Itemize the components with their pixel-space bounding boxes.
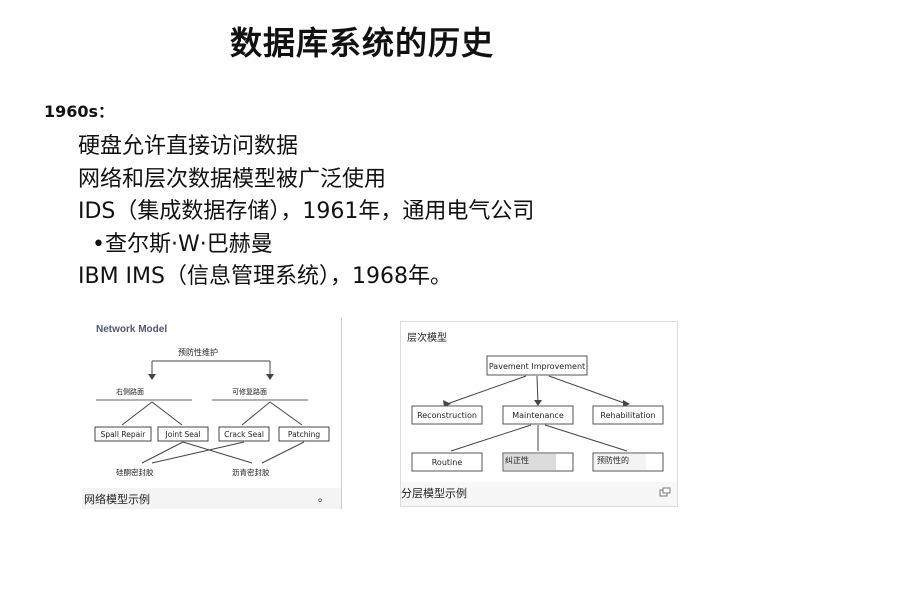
network-header: Network Model: [96, 324, 167, 335]
hier-level3-label: 纠正性: [505, 455, 529, 465]
leaf-box: [157, 426, 209, 442]
leaf-label: Patching: [288, 430, 320, 439]
hier-level2-label: Reconstruction: [417, 411, 477, 420]
network-model-figure: Network Model 预防性维护 右侧路面 可修复路面 Spall Rep…: [82, 318, 342, 509]
network-model-diagram: Network Model 预防性维护 右侧路面 可修复路面 Spall Rep…: [94, 324, 330, 477]
bullet-item: •查尔斯·W·巴赫曼: [78, 231, 273, 257]
hier-level3-label: 预防性的: [597, 455, 629, 465]
node-box: [592, 405, 664, 425]
node-box: [486, 355, 588, 376]
connector-line: [151, 401, 183, 426]
hier-level2-label: Rehabilitation: [600, 411, 655, 420]
connector-line: [151, 441, 245, 464]
connector-line: [269, 401, 303, 426]
caption-bar: 分层模型示例: [401, 482, 677, 506]
node-highlight: [594, 454, 646, 470]
bullet-item: 网络和层次数据模型被广泛使用: [78, 166, 387, 192]
network-mid-right-label: 可修复路面: [232, 387, 267, 396]
hier-level2-label: Maintenance: [512, 411, 564, 420]
connector-line: [536, 375, 539, 405]
connector-line: [141, 441, 184, 464]
caption-mark: 。: [318, 491, 329, 504]
network-root-label: 预防性维护: [178, 347, 218, 357]
connector-line: [446, 375, 527, 405]
hier-level3-label: Routine: [432, 458, 463, 467]
slide-title: 数据库系统的历史: [229, 24, 494, 62]
arrow-head: [443, 400, 451, 407]
leaf-label: Spall Repair: [101, 430, 147, 439]
era-label: 1960s：: [44, 102, 115, 121]
expand-icon-glyph: [659, 487, 671, 497]
network-caption: 网络模型示例: [84, 493, 150, 506]
leaf-box: [94, 426, 152, 442]
caption-bar: 网络模型示例 。: [82, 488, 341, 509]
connector-line: [450, 424, 532, 452]
connector-line: [241, 401, 271, 426]
node-highlight: [504, 454, 556, 470]
connector-line: [182, 441, 253, 464]
network-mid-left-label: 右侧路面: [116, 387, 144, 396]
network-bottom-left-label: 硅酮密封胶: [116, 467, 154, 477]
bullet-item: 硬盘允许直接访问数据: [78, 134, 299, 159]
connector-line: [544, 424, 628, 452]
leaf-label: Crack Seal: [224, 430, 264, 439]
arrow-head: [148, 374, 156, 380]
connector-line: [548, 375, 628, 405]
bullet-item: IBM IMS（信息管理系统），1968年。: [78, 264, 452, 289]
hierarchical-model-diagram: 层次模型 Pavement Improvement Reconstruction…: [407, 331, 664, 472]
arrow-head: [623, 400, 630, 407]
arrow-head: [534, 400, 542, 406]
connector-line: [121, 401, 153, 426]
hier-caption: 分层模型示例: [401, 487, 467, 500]
arrow-head: [266, 374, 274, 380]
network-bottom-right-label: 沥青密封胶: [232, 467, 270, 477]
node-box: [411, 452, 483, 472]
expand-icon[interactable]: [659, 487, 671, 497]
hierarchical-model-figure: 层次模型 Pavement Improvement Reconstruction…: [400, 321, 678, 507]
bullet-list: 硬盘允许直接访问数据 网络和层次数据模型被广泛使用 IDS（集成数据存储），19…: [78, 131, 534, 294]
node-box: [411, 405, 483, 425]
leaf-box: [278, 426, 330, 442]
hier-root-label: Pavement Improvement: [489, 362, 585, 371]
bullet-item: IDS（集成数据存储），1961年，通用电气公司: [78, 199, 535, 224]
connector-line: [261, 441, 305, 464]
node-box: [502, 405, 574, 425]
hier-header: 层次模型: [407, 331, 447, 344]
leaf-label: Joint Seal: [164, 430, 200, 439]
leaf-box: [218, 426, 270, 442]
